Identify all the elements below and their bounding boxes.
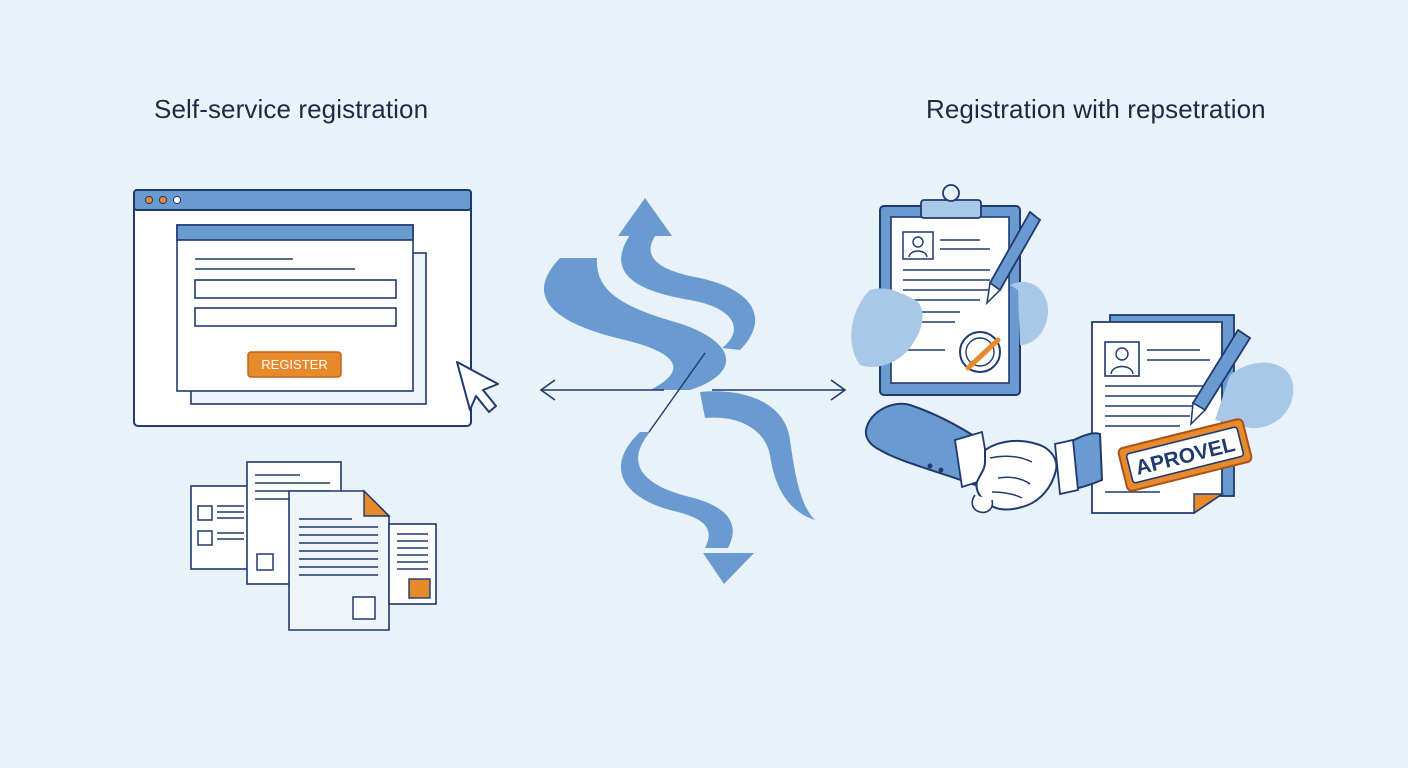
hand-right-icon [1010,281,1048,345]
approval-stamp-icon: APROVEL [1117,418,1253,492]
hand-pen-icon [1215,362,1294,429]
hand-left-icon [851,288,923,368]
register-button[interactable]: REGISTER [247,351,342,378]
pen-icon-2 [1190,328,1252,427]
form-input-1[interactable] [194,279,397,299]
pen-icon [985,210,1042,306]
flow-arrows-icon [539,198,847,584]
registration-form: REGISTER [176,224,414,392]
register-button-label: REGISTER [261,357,327,372]
self-service-heading: Self-service registration [154,94,429,124]
form-input-2[interactable] [194,307,397,327]
browser-window-icon: REGISTER [133,189,472,427]
documents-stack-icon [190,461,437,631]
cursor-icon [456,361,499,413]
handshake-icon [864,402,1104,514]
assisted-registration-heading: Registration with repsetration [926,94,1266,124]
